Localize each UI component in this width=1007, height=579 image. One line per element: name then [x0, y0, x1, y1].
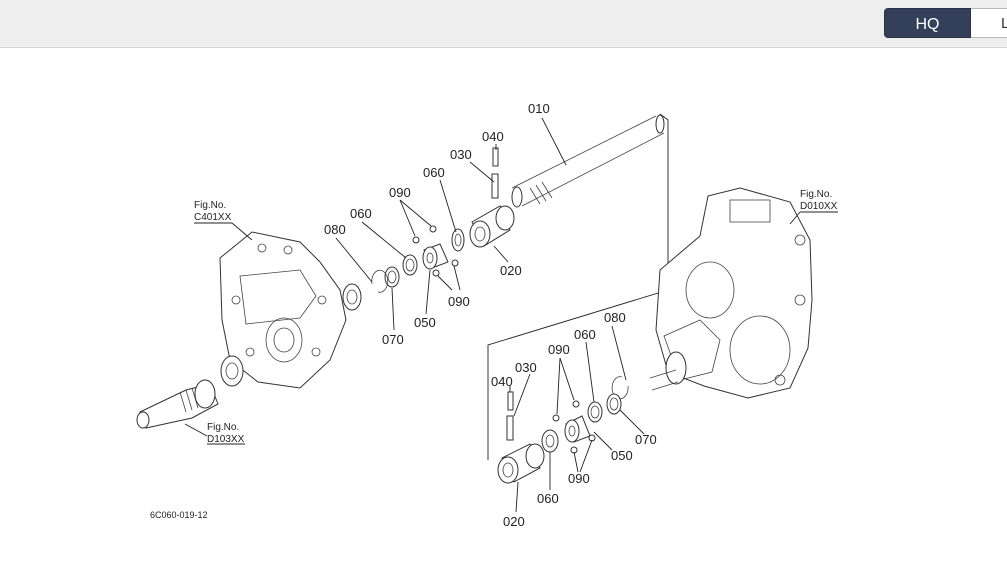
callout-040: 040	[482, 129, 504, 144]
callout-080: 080	[604, 310, 626, 325]
left-housing	[219, 231, 347, 389]
sleeve-020-lower	[497, 443, 545, 484]
callout-010: 010	[528, 101, 550, 116]
fig-ref-title-c401: Fig.No.	[194, 200, 226, 211]
fig-ref-title-d010: Fig.No.	[800, 189, 832, 200]
callout-060: 060	[574, 327, 596, 342]
pin-030-lower	[506, 415, 514, 441]
fig-ref-code-c401: C401XX	[194, 212, 232, 223]
callout-040: 040	[491, 374, 513, 389]
ring-070-lower	[606, 393, 622, 415]
callout-060: 060	[537, 491, 559, 506]
parts-diagram: 010 040 030 060 090 060 080 020 090 070 …	[0, 48, 1007, 574]
top-toolbar: HQ L	[0, 0, 1007, 48]
pin-040-lower	[507, 391, 514, 411]
next-button[interactable]: L	[971, 8, 1007, 38]
callout-020: 020	[503, 514, 525, 529]
callout-060: 060	[423, 165, 445, 180]
hq-button[interactable]: HQ	[884, 8, 971, 38]
pin-040-upper	[492, 147, 499, 167]
callout-030: 030	[515, 360, 537, 375]
callout-020: 020	[500, 263, 522, 278]
washer-060-lower-b	[541, 429, 559, 453]
callout-080: 080	[324, 222, 346, 237]
hub-050-lower	[564, 415, 591, 443]
ball-090-a	[412, 236, 420, 244]
callout-030: 030	[450, 147, 472, 162]
callout-060: 060	[350, 206, 372, 221]
ball-090-e	[552, 414, 560, 422]
hub-050-upper	[422, 243, 449, 270]
callout-090: 090	[448, 294, 470, 309]
pin-030-upper	[491, 173, 499, 199]
drawing-id: 6C060-019-12	[150, 510, 208, 520]
snap-ring-080-upper	[371, 269, 389, 293]
washer-060-mid	[402, 254, 418, 276]
fig-ref-title-d103: Fig.No.	[207, 422, 239, 433]
gear-shaft	[136, 379, 219, 429]
right-housing	[649, 187, 813, 399]
fig-ref-code-d010: D010XX	[800, 201, 838, 212]
callout-090: 090	[389, 185, 411, 200]
exploded-view: 010 040 030 060 090 060 080 020 090 070 …	[136, 101, 838, 529]
leader-lines	[184, 117, 838, 513]
ball-090-f	[572, 400, 580, 408]
callout-090: 090	[568, 471, 590, 486]
bearing-lower-left	[220, 355, 244, 387]
callout-070: 070	[382, 332, 404, 347]
callout-090: 090	[548, 342, 570, 357]
ring-070-upper	[384, 266, 400, 288]
ball-090-d	[432, 269, 440, 277]
shaft-010	[511, 114, 665, 208]
bearing-upper	[342, 283, 362, 311]
callout-070: 070	[635, 432, 657, 447]
fig-ref-code-d103: D103XX	[207, 434, 245, 445]
callout-050: 050	[414, 315, 436, 330]
frame-line	[487, 113, 669, 460]
ball-090-b	[429, 225, 437, 233]
callout-050: 050	[611, 448, 633, 463]
washer-060-lower-a	[587, 401, 603, 423]
washer-060-upper	[451, 228, 465, 252]
ball-090-c	[451, 259, 459, 267]
sleeve-020-upper	[469, 205, 515, 248]
